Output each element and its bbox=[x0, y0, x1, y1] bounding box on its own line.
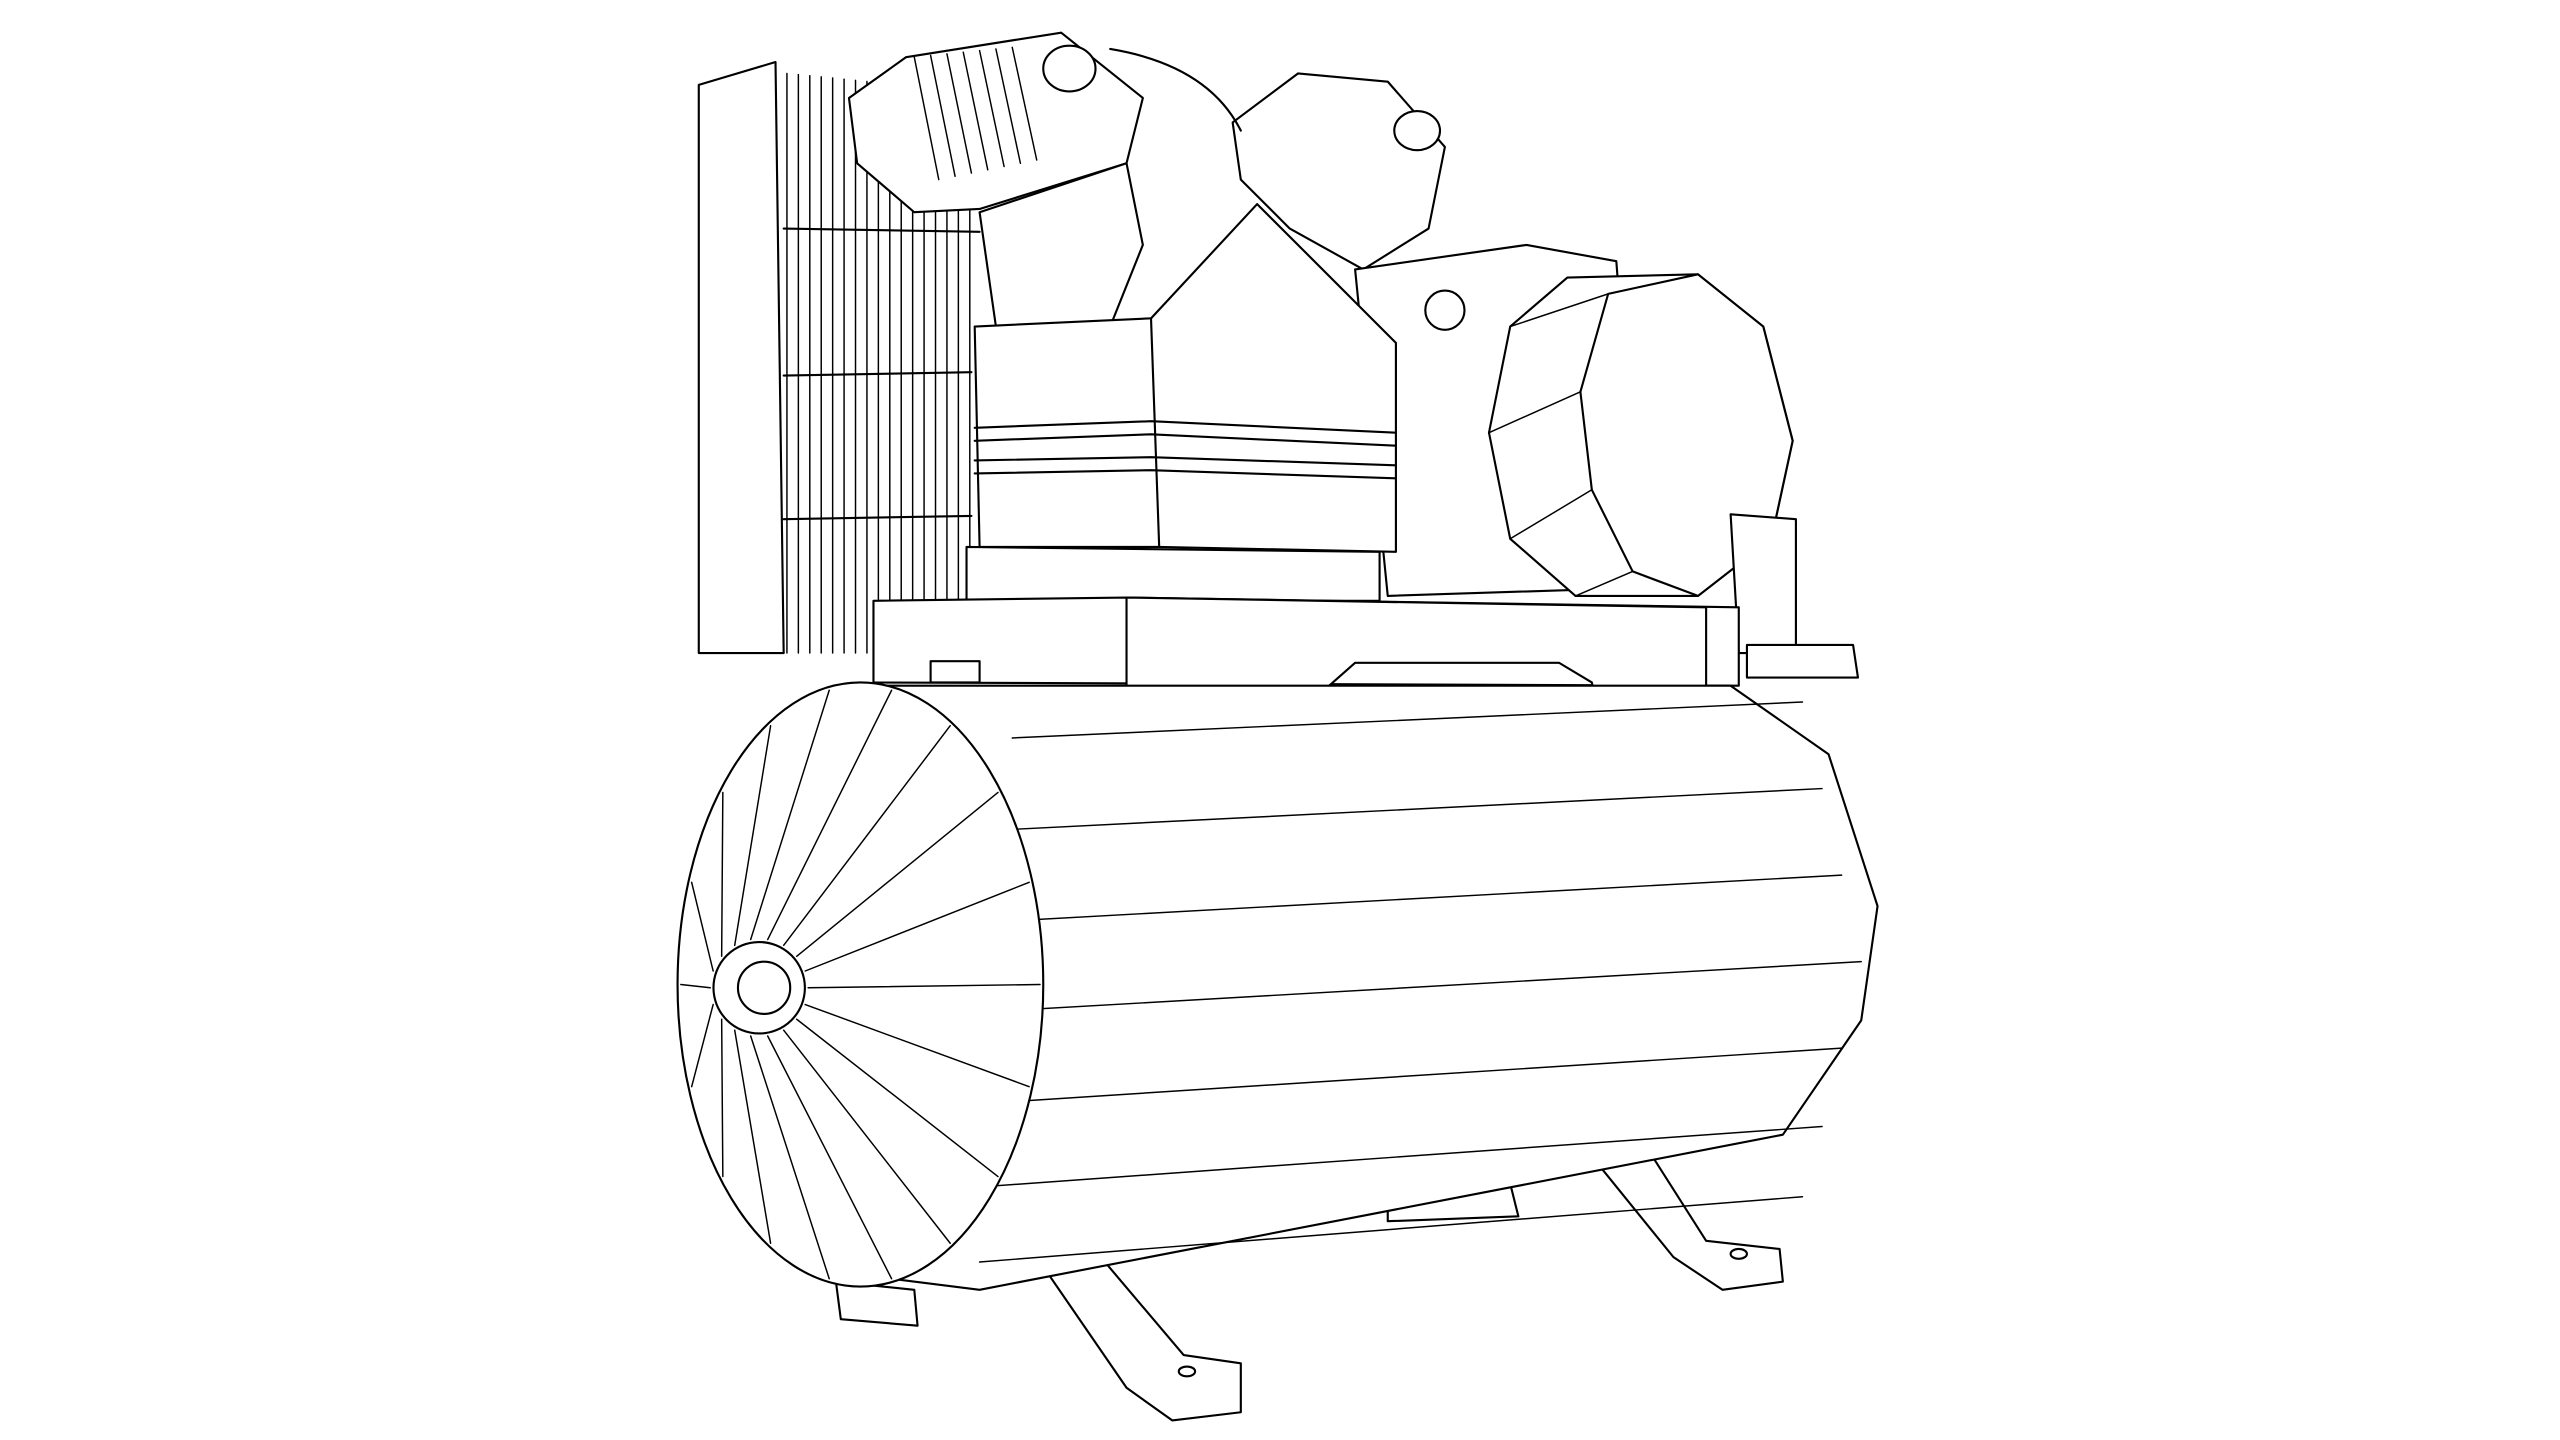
drain-knob bbox=[1745, 643, 1860, 679]
tank-facet-line bbox=[1011, 701, 1804, 739]
head-fin bbox=[1011, 46, 1038, 161]
head-fin bbox=[913, 56, 940, 181]
head-right-body bbox=[1231, 72, 1446, 271]
leg-back-left bbox=[834, 1280, 919, 1327]
tank-facet-line bbox=[978, 1196, 1804, 1263]
tank-cap-facets bbox=[680, 689, 1041, 1280]
fan-guard-ring-2 bbox=[782, 371, 973, 377]
cap-spoke bbox=[807, 983, 1041, 989]
tank-hub-inner bbox=[736, 960, 792, 1015]
cylinder-head-right bbox=[1231, 72, 1446, 271]
head-fin bbox=[978, 49, 1005, 168]
cap-spoke bbox=[720, 1018, 724, 1178]
cylinder-head-left bbox=[847, 31, 1144, 214]
cap-spoke bbox=[766, 689, 893, 941]
crankcase-band-2 bbox=[973, 456, 1397, 480]
cap-spoke bbox=[749, 1035, 830, 1280]
cap-spoke bbox=[804, 1003, 1030, 1088]
cap-spoke bbox=[690, 881, 714, 972]
tank-facet-line bbox=[1011, 787, 1823, 831]
cap-spoke bbox=[749, 689, 830, 941]
fan-guard-ring-1 bbox=[782, 227, 981, 233]
head-fin bbox=[995, 48, 1022, 164]
tank-facet-line bbox=[978, 1047, 1843, 1105]
tank-facet-lines bbox=[978, 701, 1862, 1263]
air-tank bbox=[676, 681, 1879, 1291]
cap-spoke bbox=[795, 1018, 999, 1178]
head-fin bbox=[929, 54, 956, 178]
head-left-cap bbox=[1042, 44, 1097, 93]
cap-spoke bbox=[782, 725, 951, 947]
tank-facet-line bbox=[978, 960, 1862, 1013]
leg-front-right bbox=[1595, 1149, 1784, 1291]
platform bbox=[872, 596, 1860, 772]
pump-crankcase bbox=[965, 203, 1397, 602]
cap-spoke bbox=[720, 791, 724, 958]
crankcase-band-1 bbox=[973, 420, 1397, 447]
pump-arc bbox=[1109, 47, 1242, 132]
head-left-fins bbox=[913, 46, 1038, 181]
cap-spoke bbox=[795, 791, 999, 958]
cap-spoke bbox=[690, 1003, 714, 1088]
crankcase-edge bbox=[1149, 317, 1161, 548]
pump-valves bbox=[978, 162, 1144, 328]
motor-end-facets bbox=[1488, 293, 1634, 597]
platform-bracket bbox=[929, 660, 981, 684]
head-fin bbox=[946, 53, 973, 174]
motor-bolt bbox=[1424, 289, 1466, 331]
cap-spoke bbox=[782, 1029, 951, 1244]
motor-foot bbox=[1729, 513, 1797, 655]
tank-end-cap bbox=[676, 681, 1045, 1288]
cap-spoke bbox=[766, 1035, 893, 1280]
tank-facet-line bbox=[978, 1125, 1823, 1188]
cap-spoke bbox=[804, 881, 1030, 972]
head-right-cap bbox=[1393, 109, 1442, 152]
cap-spoke bbox=[733, 1029, 772, 1244]
motor bbox=[1354, 243, 1797, 655]
head-fin bbox=[962, 51, 989, 171]
cap-spoke bbox=[680, 983, 711, 989]
cap-spoke bbox=[733, 725, 772, 947]
leg-front-right-hole bbox=[1729, 1247, 1748, 1260]
tank-facet-line bbox=[1011, 874, 1843, 922]
crankcase-base bbox=[965, 545, 1381, 602]
leg-front-left-hole bbox=[1177, 1365, 1197, 1378]
fan-guard-frame bbox=[697, 60, 785, 655]
leg-front-left bbox=[1035, 1247, 1242, 1422]
fan-guard-ring-3 bbox=[782, 514, 973, 521]
